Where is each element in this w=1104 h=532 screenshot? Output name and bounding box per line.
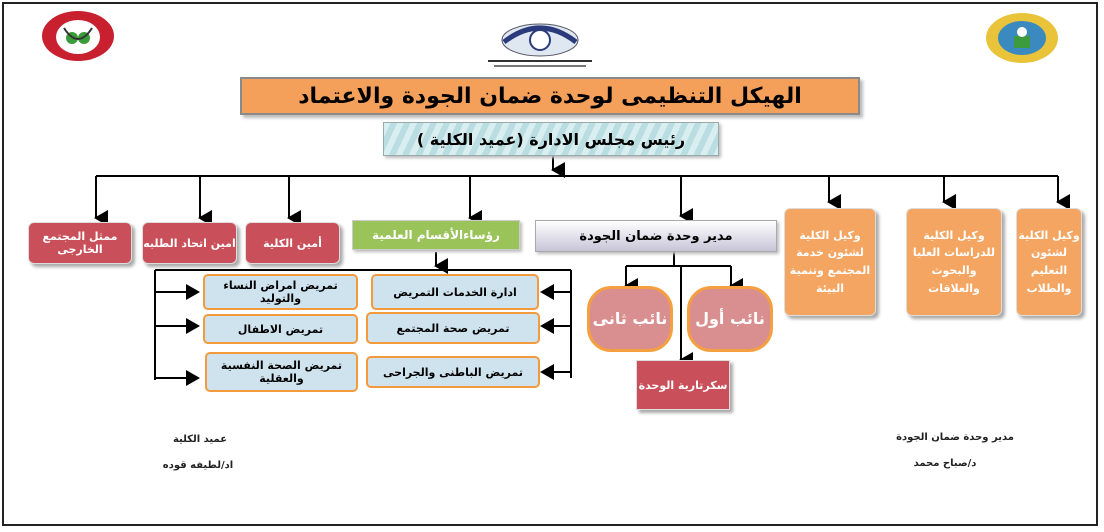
quality-logo-center	[480, 20, 600, 70]
vice-dean-grad-box: وكيل الكلية للدراسات العليا والبحوث والع…	[906, 208, 1002, 316]
community-rep-box: ممثل المجتمع الخارجى	[28, 222, 132, 264]
first-deputy-box: نائب أول	[687, 286, 773, 352]
quality-director-signature-name: د/صباح محمد	[913, 458, 977, 469]
dept-medical-surgical-box: تمريض الباطنى والجراحى	[366, 356, 540, 388]
dean-title: عميد الكلية	[172, 434, 228, 445]
faculty-logo-left	[40, 10, 116, 62]
dean-name: اد/لطيفه قوده	[162, 460, 234, 471]
dept-psychiatric-box: تمريض الصحة النفسية والعقلية	[205, 352, 358, 392]
dept-heads-box: رؤساءالأقسام العلمية	[352, 220, 520, 250]
dept-pediatric-box: تمريض الاطفال	[203, 314, 358, 344]
dept-obgyn-box: تمريض امراض النساء والتوليد	[203, 274, 358, 310]
page-frame	[2, 2, 1098, 526]
dept-community-health-box: تمريض صحة المجتمع	[366, 312, 540, 344]
dept-nursing-admin-box: ادارة الخدمات التمريض	[371, 274, 539, 310]
second-deputy-box: نائب ثانى	[587, 286, 673, 352]
vice-dean-community-box: وكيل الكلية لشئون خدمة المجتمع وتنمية ال…	[784, 208, 876, 316]
quality-director-signature-title: مدير وحدة ضمان الجودة	[896, 432, 1014, 443]
university-logo-right	[984, 12, 1060, 64]
unit-secretariat-box: سكرتارية الوحدة	[636, 360, 730, 410]
quality-director-box: مدير وحدة ضمان الجودة	[535, 220, 777, 252]
vice-dean-students-box: وكيل الكلية لشئون التعليم والطلاب	[1016, 208, 1082, 316]
student-union-secretary-box: امين اتحاد الطلبه	[142, 222, 237, 264]
chart-title: الهيكل التنظيمى لوحدة ضمان الجودة والاعت…	[240, 77, 860, 115]
college-secretary-box: أمين الكلية	[245, 222, 340, 264]
board-chair-box: رئيس مجلس الادارة (عميد الكلية )	[383, 122, 719, 156]
